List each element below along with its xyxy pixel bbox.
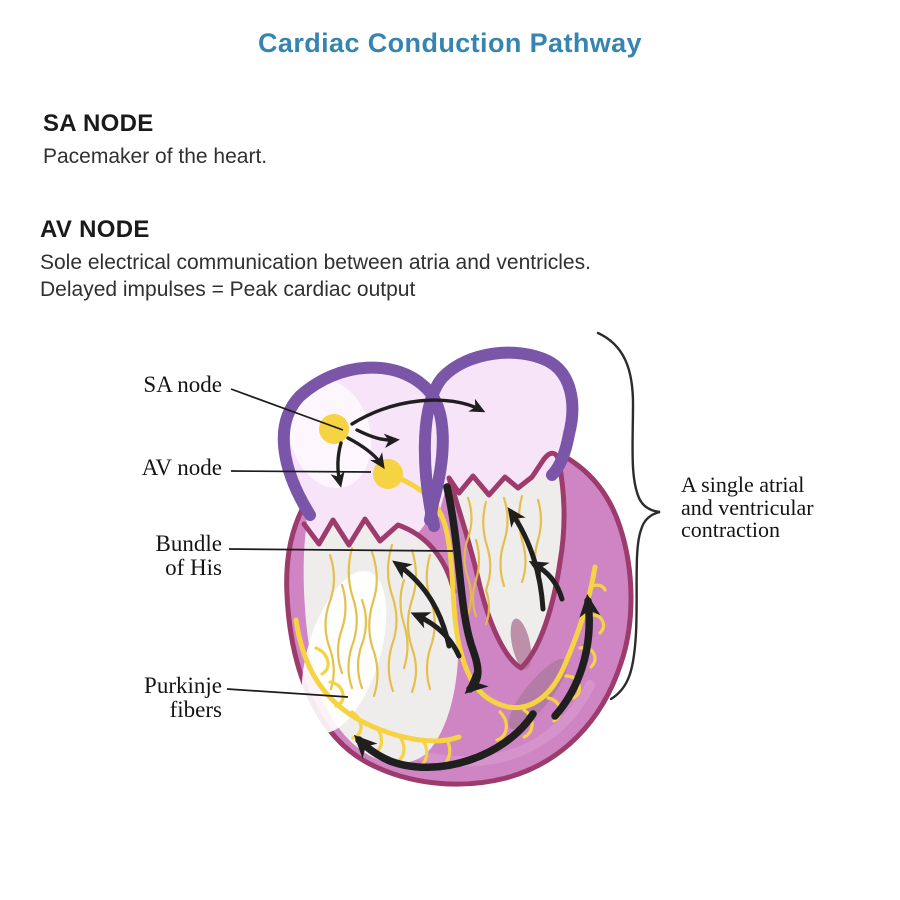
page-title: Cardiac Conduction Pathway [258,28,642,58]
label-purkinje-fibers: Purkinje fibers [144,673,222,722]
av-node-heading: AV NODE [40,216,150,243]
purkinje-fibers-graphic [324,494,543,698]
av-node-leader-line [230,470,372,473]
av-node-section: AV NODE Sole electrical communication be… [40,216,591,303]
av-node-description-line1: Sole electrical communication between at… [40,251,591,274]
conduction-arrows-graphic [330,398,601,771]
atria-outline-graphic [277,346,579,532]
sa-node-description: Pacemaker of the heart. [43,145,268,168]
wall-shadow-streak [508,658,568,730]
sa-node-section: SA NODE Pacemaker of the heart. [43,110,267,170]
leader-lines-graphic [226,388,454,698]
sa-node-dot [319,414,349,444]
right-chamber-shadow [510,618,532,670]
sa-node-heading: SA NODE [43,110,154,137]
av-node-dot [373,459,403,489]
curly-brace [596,331,661,701]
sa-node-leader-line [230,388,344,431]
purkinje-leader-line [226,688,349,698]
bundle-of-his-leader-line [228,548,454,552]
label-sa-node: SA node [143,372,222,397]
label-av-node: AV node [141,455,222,480]
label-brace-caption: A single atrial and ventricular contract… [681,472,814,542]
av-node-description-line2: Delayed impulses = Peak cardiac output [40,278,416,301]
label-bundle-of-his: Bundle of His [155,531,222,580]
